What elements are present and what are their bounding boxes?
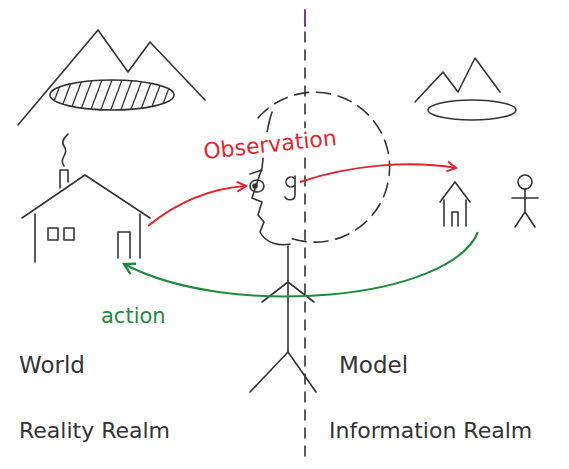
realm-subtitle: Reality Realm xyxy=(16,418,173,443)
stick-body xyxy=(287,246,289,352)
eye-pupil xyxy=(253,184,257,188)
house-door xyxy=(118,232,130,258)
model-person-head xyxy=(518,175,532,189)
world-mountains xyxy=(18,30,205,125)
house-window xyxy=(48,228,58,240)
house-window xyxy=(64,228,74,240)
cloud-hatching xyxy=(50,80,182,112)
model-lake xyxy=(428,100,516,120)
house-walls xyxy=(35,214,140,262)
stick-arms xyxy=(262,282,314,302)
observation-arrow xyxy=(300,164,456,182)
realm-divider xyxy=(304,32,306,462)
eyebrow xyxy=(250,170,262,174)
divider-tick xyxy=(304,10,306,26)
observer-ear xyxy=(285,176,295,200)
house-roof xyxy=(22,175,150,218)
model-person xyxy=(512,189,538,227)
chimney-smoke xyxy=(62,134,68,166)
house-chimney xyxy=(60,170,68,188)
realm-title: Model xyxy=(336,352,411,378)
stick-legs xyxy=(250,352,316,392)
realm-subtitle: Information Realm xyxy=(326,418,535,443)
model-mountains xyxy=(415,58,500,102)
realm-title: World xyxy=(16,352,88,378)
observation-label: Observation xyxy=(199,125,341,165)
action-label: action xyxy=(98,304,169,328)
model-house xyxy=(440,182,470,226)
observer-eye xyxy=(250,180,264,192)
observation-arrow xyxy=(148,186,246,226)
action-arrow xyxy=(124,232,478,297)
